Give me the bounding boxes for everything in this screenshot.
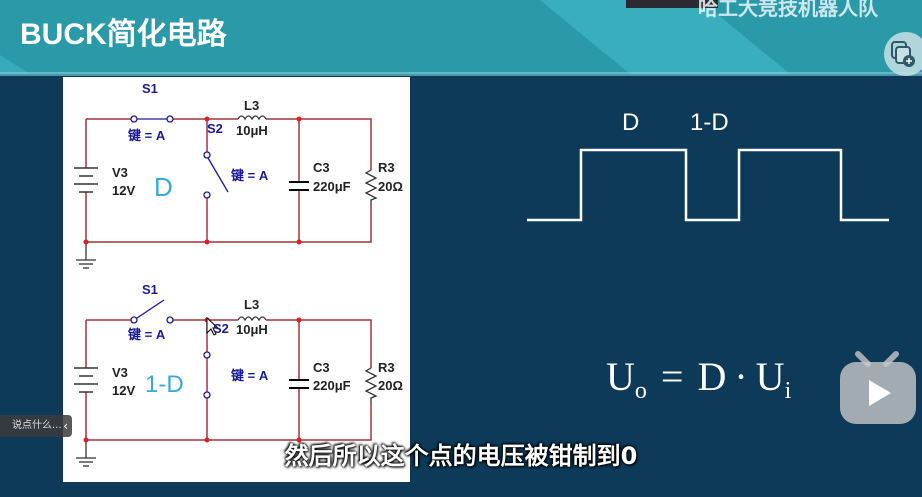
battery-icon: [74, 367, 98, 393]
ground-icon: [76, 440, 96, 467]
bilibili-tv-icon: [836, 348, 920, 433]
add-to-list-button[interactable]: [884, 32, 922, 76]
comment-input-tab[interactable]: 说点什么... ‹: [0, 415, 72, 437]
battery-icon: [74, 167, 98, 193]
c3-label: C3: [313, 160, 330, 175]
duty-on-label: D: [622, 109, 639, 136]
circuit-diagram-duty-on: S1 键 = A S2 键 = A L3 10μH V3 12V C3 220μ…: [63, 77, 410, 276]
resistor-icon: [364, 169, 378, 205]
r3-value: 20Ω: [378, 179, 403, 194]
s2-key-label: 键 = A: [230, 368, 269, 383]
title-banner: BUCK简化电路: [0, 0, 922, 76]
v3-label: V3: [112, 365, 128, 380]
s1-switch-open: [130, 299, 174, 324]
inductor-icon: [237, 115, 267, 121]
inductor-icon: [237, 316, 267, 322]
s1-key-label: 键 = A: [127, 327, 166, 342]
s2-switch-closed: [203, 351, 211, 399]
resistor-icon: [364, 367, 378, 403]
uploader-watermark: 哈工大竞技机器人队: [698, 0, 878, 20]
v3-label: V3: [112, 165, 128, 180]
mouse-cursor-icon: [206, 316, 220, 336]
overlay-box: [626, 0, 718, 8]
s1-switch-closed: [130, 115, 174, 123]
s1-key-label: 键 = A: [127, 128, 166, 143]
s1-label: S1: [142, 282, 158, 297]
s2-key-label: 键 = A: [230, 168, 269, 183]
r3-value: 20Ω: [378, 378, 403, 393]
r3-label: R3: [378, 360, 395, 375]
capacitor-icon: [289, 379, 309, 389]
s1-label: S1: [142, 81, 158, 96]
c3-value: 220μF: [313, 179, 351, 194]
output-voltage-formula: Uo=D·Ui: [606, 354, 792, 404]
mode-label: D: [154, 172, 173, 202]
chevron-left-icon[interactable]: ‹: [63, 419, 68, 433]
pwm-waveform: D 1-D: [527, 109, 889, 222]
r3-label: R3: [378, 160, 395, 175]
l3-value: 10μH: [236, 123, 268, 138]
s2-label: S2: [207, 121, 223, 136]
l3-label: L3: [244, 98, 259, 113]
add-to-list-icon: [891, 41, 915, 67]
l3-label: L3: [244, 297, 259, 312]
l3-value: 10μH: [236, 322, 268, 337]
mode-label: 1-D: [145, 371, 184, 398]
video-subtitle: 然后所以这个点的电压被钳制到0: [284, 442, 638, 470]
circuit-diagram-duty-off: S1 键 = A S2 键 = A L3 10μH V3 12V C3 220μ…: [63, 276, 410, 482]
s2-switch-open: [203, 151, 229, 199]
v3-value: 12V: [112, 183, 135, 198]
c3-label: C3: [313, 360, 330, 375]
s2-label: S2: [213, 321, 229, 336]
ground-icon: [76, 242, 96, 269]
c3-value: 220μF: [313, 378, 351, 393]
slide-title: BUCK简化电路: [20, 17, 228, 51]
duty-off-label: 1-D: [690, 109, 729, 136]
v3-value: 12V: [112, 383, 135, 398]
capacitor-icon: [289, 181, 309, 191]
comment-placeholder: 说点什么...: [12, 420, 62, 431]
